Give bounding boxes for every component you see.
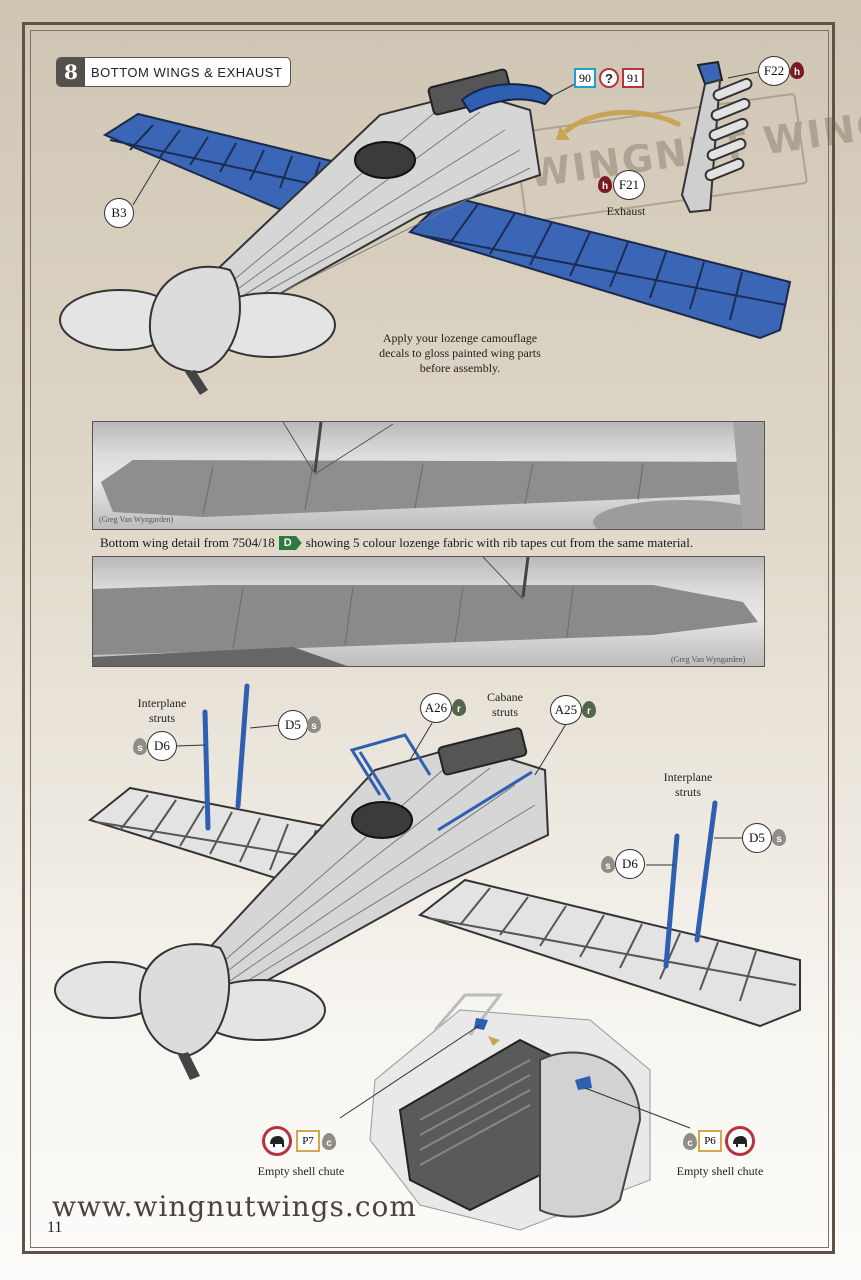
note-line-2: decals to gloss painted wing parts	[379, 346, 541, 360]
photo-caption: Bottom wing detail from 7504/18 D showin…	[100, 535, 693, 551]
caption-text: Bottom wing detail from 7504/18	[100, 535, 275, 550]
reference-photo-bottom: (Greg Van Wyngarden)	[92, 556, 765, 667]
attach-arrow	[563, 109, 682, 134]
paint-drop-s-icon: s	[307, 716, 321, 733]
part-p6: P6	[698, 1130, 722, 1152]
step8-aircraft-diagram	[59, 60, 792, 395]
callout-d6: D6	[147, 731, 177, 761]
paint-drop-c-icon: c	[683, 1133, 697, 1150]
paint-drop-s-icon: s	[772, 829, 786, 846]
paint-drop-s-icon: s	[601, 856, 615, 873]
label-line: Interplane	[137, 696, 187, 710]
paint-drop-h-icon: h	[790, 62, 804, 79]
question-icon: ?	[599, 68, 619, 88]
shell-chute-label-right: Empty shell chute	[676, 1164, 764, 1178]
label-line: struts	[491, 705, 518, 719]
label-line: struts	[148, 711, 175, 725]
paint-drop-r-icon: r	[452, 699, 466, 716]
photo-credit: (Greg Van Wyngarden)	[671, 655, 746, 664]
interplane-struts	[202, 683, 718, 969]
cabane-struts	[349, 733, 533, 832]
cabane-label: Cabane struts	[470, 690, 540, 720]
step-header: 8 BOTTOM WINGS & EXHAUST	[56, 57, 292, 87]
callout-a26: A26	[420, 693, 452, 723]
exhaust-manifold-detail	[680, 60, 753, 214]
callout-f21: F21	[613, 170, 645, 200]
website-watermark: www.wingnutwings.com	[52, 1190, 417, 1223]
page-number: 11	[47, 1219, 63, 1236]
callout-f22: F22	[758, 56, 790, 86]
page-border-inner	[30, 30, 829, 1248]
label-line: struts	[674, 785, 701, 799]
label-line: Cabane	[487, 690, 523, 704]
photo-credit: (Greg Van Wyngarden)	[99, 515, 174, 524]
exhaust-label: Exhaust	[606, 204, 646, 218]
paint-drop-h-icon: h	[598, 176, 612, 193]
note-line-3: before assembly.	[419, 361, 501, 375]
callout-d5: D5	[278, 710, 308, 740]
paint-drop-c-icon: c	[322, 1133, 336, 1150]
engine-closeup	[339, 993, 691, 1231]
shell-chute-label-left: Empty shell chute	[257, 1164, 345, 1178]
part-p7: P7	[296, 1130, 320, 1152]
callout-d5: D5	[742, 823, 772, 853]
interplane-label-left: Interplane struts	[122, 696, 202, 726]
paint-ref-91: 91	[622, 68, 644, 88]
interplane-label-right: Interplane struts	[648, 770, 728, 800]
lozenge-note: Apply your lozenge camouflage decals to …	[345, 331, 575, 376]
note-line-1: Apply your lozenge camouflage	[382, 331, 538, 345]
caption-text-2: showing 5 colour lozenge fabric with rib…	[305, 535, 694, 550]
paint-drop-r-icon: r	[582, 701, 596, 718]
step-number: 8	[57, 58, 85, 86]
callout-d6: D6	[615, 849, 645, 879]
page-border	[22, 22, 835, 1254]
decal-option-tag: D	[278, 536, 302, 550]
no-elephant-icon	[725, 1126, 755, 1156]
callout-a25: A25	[550, 695, 582, 725]
paint-ref-90: 90	[574, 68, 596, 88]
label-line: Interplane	[663, 770, 713, 784]
reference-photo-top: (Greg Van Wyngarden)	[92, 421, 765, 530]
step-title: BOTTOM WINGS & EXHAUST	[91, 64, 283, 80]
no-elephant-icon	[262, 1126, 292, 1156]
callout-b3: B3	[104, 198, 134, 228]
paint-drop-s-icon: s	[133, 738, 147, 755]
